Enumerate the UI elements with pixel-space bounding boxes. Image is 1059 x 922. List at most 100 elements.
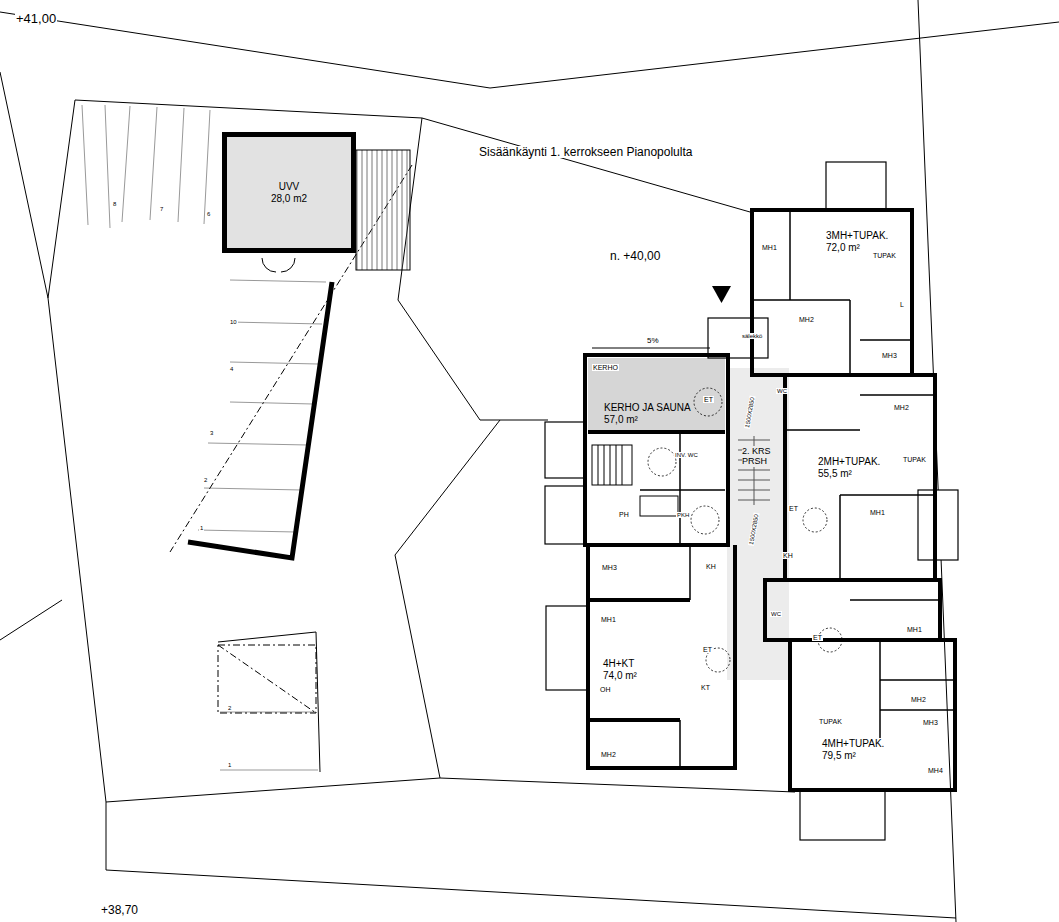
parking-number: 7 [159, 206, 164, 212]
partition [849, 300, 851, 375]
room-code: MH3 [922, 719, 939, 726]
room-area: 57,0 m² [604, 414, 691, 426]
room-name: 2. KRS PRSH [742, 446, 780, 467]
room-code: MH1 [761, 244, 778, 251]
partition [880, 709, 955, 711]
door-symbol [262, 258, 295, 272]
room-code: MH3 [881, 352, 898, 359]
room-code: MH2 [798, 316, 815, 323]
partition [840, 494, 935, 496]
driveway-line [218, 645, 316, 713]
room-code: MH4 [927, 767, 944, 774]
partition [679, 720, 681, 768]
parking-stall [204, 488, 302, 490]
wall [588, 598, 690, 602]
car-shelter-wall [188, 282, 332, 558]
partition [785, 429, 860, 431]
room-name: UVV [279, 181, 300, 193]
parking-stall [230, 402, 313, 404]
room-code: ET [788, 505, 799, 512]
wall [585, 355, 728, 545]
room-code: 1500X2850 [744, 396, 756, 429]
room-code: KERHO [592, 364, 619, 371]
room-name: 3MH+TUPAK. [826, 230, 888, 242]
ramp [356, 150, 410, 270]
partition [789, 210, 791, 300]
room-code: sälekkö [741, 333, 763, 339]
room-code: KH [705, 563, 717, 570]
parking-stall [230, 322, 322, 324]
car-shelter-wall [188, 282, 332, 558]
wall [588, 718, 680, 722]
door-swing [694, 388, 722, 416]
parking-stall [230, 280, 326, 282]
apartment-box: 3MH+TUPAK.72,0 m² [826, 230, 888, 253]
partition [679, 432, 681, 545]
room-fill [588, 358, 725, 430]
site-boundary [75, 100, 750, 212]
parking-number: 8 [112, 201, 117, 207]
partition [752, 299, 850, 301]
elevation-note: Sisäänkäynti 1. kerrokseen Pianopolulta [478, 146, 693, 158]
partition [880, 679, 955, 681]
apartment-box: 4MH+TUPAK.79,5 m² [822, 738, 884, 761]
room-code: MH3 [601, 564, 618, 571]
balcony [918, 490, 958, 560]
parking-number: 10 [229, 319, 238, 325]
room-code: KT [700, 684, 711, 691]
sauna-bench [610, 445, 611, 485]
room-code: MH2 [893, 404, 910, 411]
door-swing [803, 508, 827, 532]
wall [588, 545, 735, 768]
slope-line [592, 348, 710, 349]
balcony [826, 162, 886, 210]
site-boundary [0, 12, 1059, 88]
site-boundary [395, 420, 500, 778]
room-code: TUPAK [818, 718, 843, 725]
wall [588, 430, 725, 434]
sauna-bench [622, 445, 623, 485]
room-code: ET [812, 634, 823, 641]
room-code: TUPAK [902, 456, 927, 463]
room-code: PKH [676, 512, 690, 518]
room-code: PH [618, 511, 630, 518]
parking-stall [178, 108, 184, 222]
parking-number: 6 [206, 211, 211, 217]
parking-number: 1 [199, 525, 204, 531]
parking-stall [150, 107, 157, 220]
room-code: MH1 [869, 509, 886, 516]
partition [860, 394, 935, 396]
room-code: KH [782, 552, 794, 559]
balcony [800, 790, 885, 840]
apartment-box: 4H+KT74,0 m² [603, 658, 637, 681]
parking-stall [230, 362, 318, 364]
partition [640, 210, 955, 768]
parking-stall [82, 105, 88, 225]
room-area: 55,5 m² [818, 468, 880, 480]
door-swing [691, 506, 719, 534]
sauna-bench [592, 445, 678, 516]
elevation-note: n. +40,00 [609, 250, 661, 262]
wall [752, 210, 912, 375]
balcony [708, 318, 768, 358]
door-symbol [262, 258, 295, 272]
building-box: UVV28,0 m2 [222, 132, 356, 253]
room-code: WC [776, 388, 788, 394]
apartment-box: 2MH+TUPAK.55,5 m² [818, 456, 880, 479]
parking-stall [208, 443, 308, 445]
ramp [356, 150, 410, 270]
sauna-bench [592, 445, 632, 485]
sauna-bench [616, 445, 617, 485]
room-area: 74,0 m² [603, 670, 637, 682]
partition [640, 489, 725, 491]
room-code: MH1 [906, 626, 923, 633]
partition [850, 599, 940, 601]
room-name: 2MH+TUPAK. [818, 456, 880, 468]
room-code: L [899, 301, 905, 308]
parking-number: 2 [227, 705, 232, 711]
room-code: 1500X2850 [748, 513, 760, 546]
sauna-bench [604, 445, 605, 485]
site-boundary [48, 100, 75, 298]
room-code: WC [770, 611, 782, 617]
